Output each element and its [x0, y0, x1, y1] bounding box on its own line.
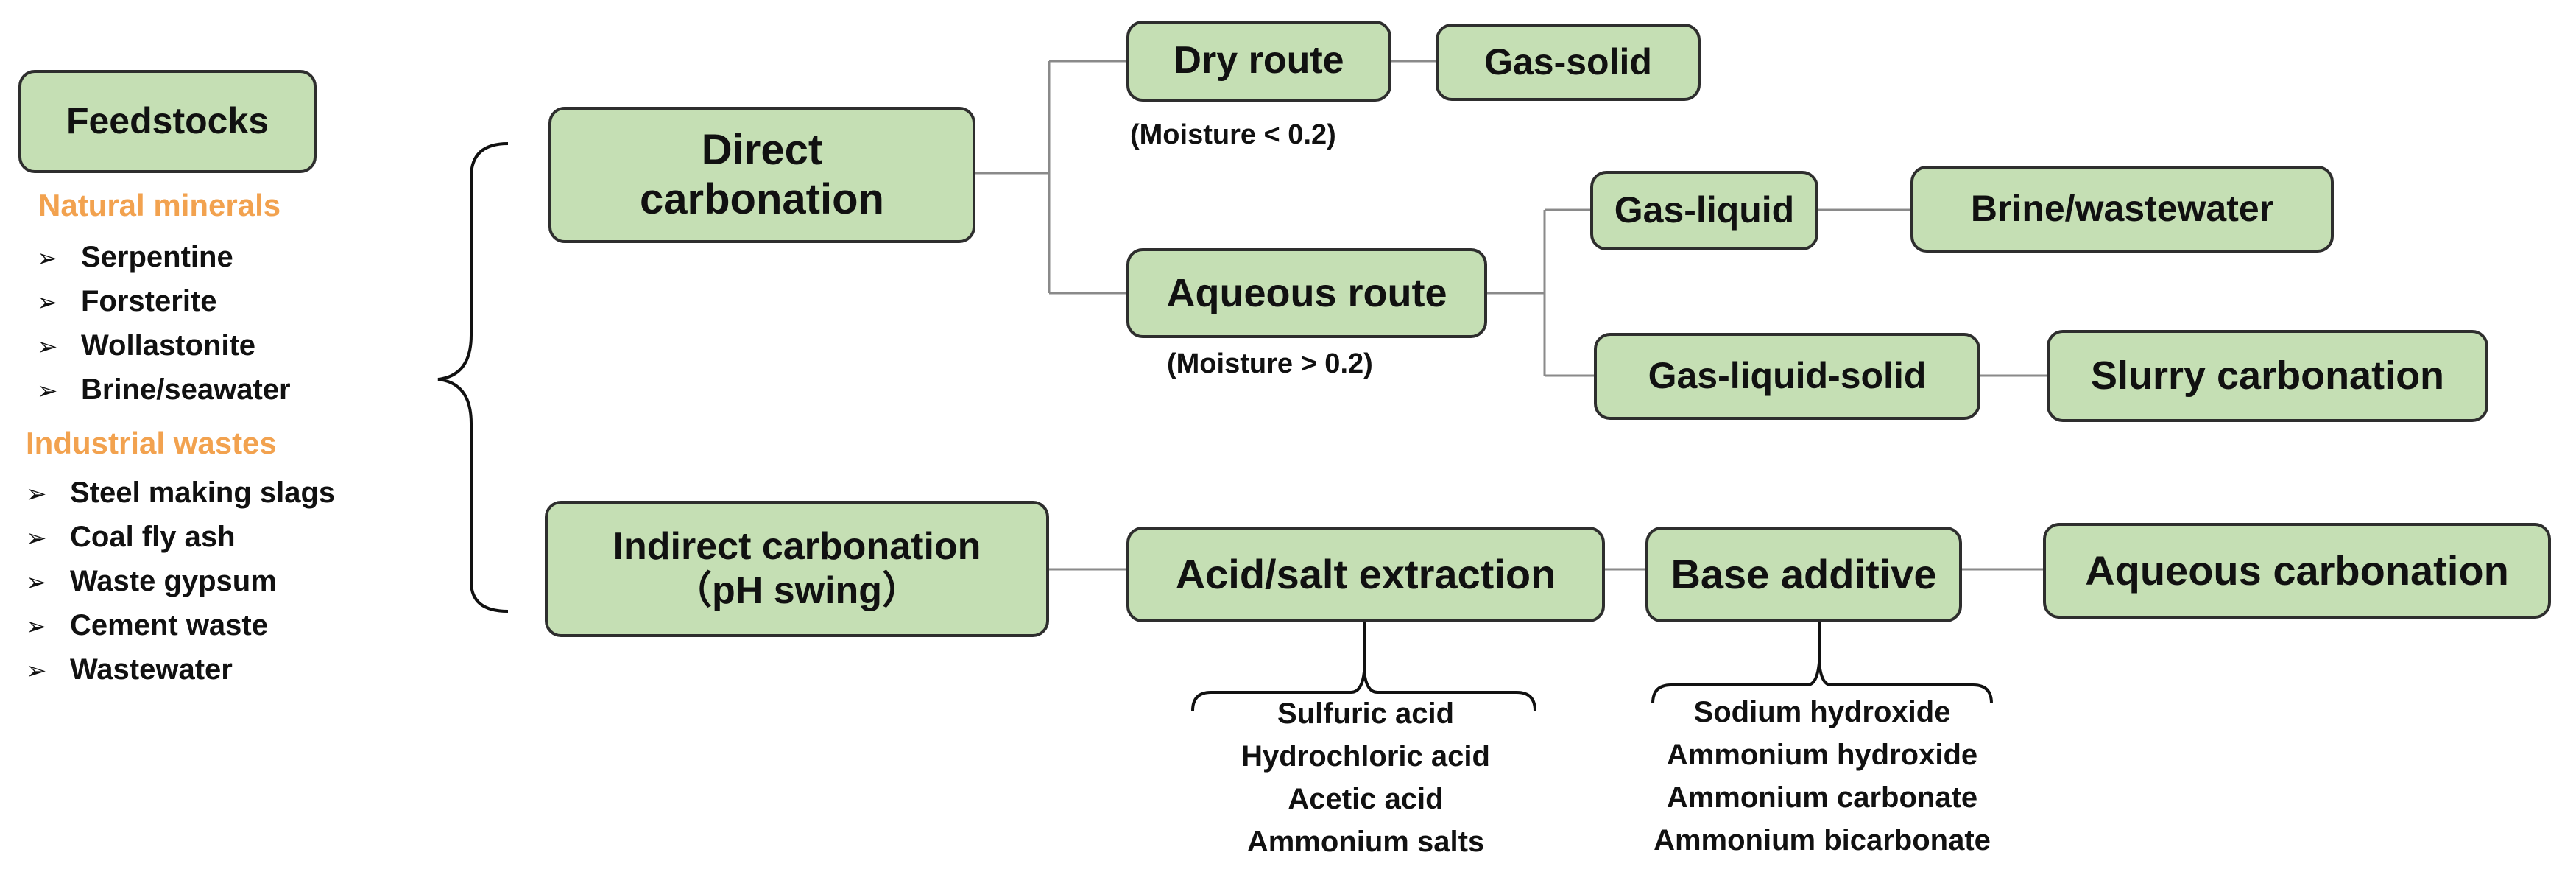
arrow-bullet-icon: ➢ [37, 245, 58, 272]
list-item: Ammonium carbonate [1666, 781, 1978, 814]
arrow-bullet-icon: ➢ [37, 333, 58, 361]
gas-liquid-label: Gas-liquid [1614, 189, 1795, 231]
arrow-bullet-icon: ➢ [26, 480, 47, 508]
aqueous-route-label: Aqueous route [1166, 270, 1447, 315]
list-item: ➢Brine/seawater [37, 368, 291, 412]
list-item: Sulfuric acid [1277, 697, 1455, 730]
feedstocks-box: Feedstocks [18, 70, 317, 173]
list-item: Acetic acid [1288, 783, 1444, 815]
gas-liquid-solid-box: Gas-liquid-solid [1594, 333, 1980, 420]
natural-minerals-list: ➢Serpentine ➢Forsterite ➢Wollastonite ➢B… [37, 236, 291, 412]
gas-solid-label: Gas-solid [1484, 41, 1652, 82]
feedstocks-title: Feedstocks [66, 100, 269, 142]
arrow-bullet-icon: ➢ [26, 657, 47, 685]
arrow-bullet-icon: ➢ [37, 289, 58, 317]
base-additive-box: Base additive [1645, 527, 1962, 622]
arrow-bullet-icon: ➢ [26, 613, 47, 641]
acid-salt-extraction-label: Acid/salt extraction [1175, 550, 1556, 597]
feedstock-brace [437, 142, 509, 613]
base-list: Sodium hydroxide Ammonium hydroxide Ammo… [1623, 691, 2021, 862]
list-item: ➢Waste gypsum [26, 560, 335, 604]
dry-route-note: (Moisture < 0.2) [1130, 119, 1336, 150]
gas-solid-box: Gas-solid [1436, 24, 1701, 101]
aqueous-route-box: Aqueous route [1126, 248, 1487, 338]
aqueous-carbonation-label: Aqueous carbonation [2085, 546, 2509, 594]
slurry-carbonation-box: Slurry carbonation [2047, 330, 2488, 422]
gas-liquid-solid-label: Gas-liquid-solid [1648, 355, 1927, 397]
base-additive-label: Base additive [1670, 550, 1937, 597]
industrial-wastes-heading: Industrial wastes [26, 426, 277, 460]
list-item: Ammonium bicarbonate [1654, 824, 1991, 857]
list-item: Hydrochloric acid [1241, 740, 1490, 773]
acid-salt-extraction-box: Acid/salt extraction [1126, 527, 1605, 622]
arrow-bullet-icon: ➢ [26, 569, 47, 597]
list-item: ➢Wollastonite [37, 324, 291, 368]
direct-carbonation-line2: carbonation [640, 175, 884, 223]
slurry-carbonation-label: Slurry carbonation [2090, 354, 2445, 398]
list-item: Sodium hydroxide [1693, 696, 1951, 728]
indirect-carbonation-line1: Indirect carbonation [613, 524, 981, 568]
list-item: ➢Serpentine [37, 236, 291, 280]
dry-route-label: Dry route [1174, 39, 1344, 82]
acid-list: Sulfuric acid Hydrochloric acid Acetic a… [1178, 692, 1553, 863]
industrial-wastes-list: ➢Steel making slags ➢Coal fly ash ➢Waste… [26, 471, 335, 692]
indirect-carbonation-box: Indirect carbonation （pH swing） [545, 501, 1049, 637]
list-item: ➢Forsterite [37, 280, 291, 324]
brine-wastewater-label: Brine/wastewater [1970, 188, 2274, 230]
list-item: ➢Coal fly ash [26, 516, 335, 560]
gas-liquid-box: Gas-liquid [1590, 171, 1818, 250]
direct-carbonation-box: Direct carbonation [548, 107, 975, 243]
list-item: Ammonium hydroxide [1666, 739, 1978, 771]
list-item: ➢Steel making slags [26, 471, 335, 516]
aqueous-carbonation-box: Aqueous carbonation [2043, 523, 2551, 619]
indirect-carbonation-line2: （pH swing） [673, 569, 921, 612]
arrow-bullet-icon: ➢ [37, 377, 58, 405]
aqueous-route-note: (Moisture > 0.2) [1167, 348, 1373, 379]
direct-carbonation-line1: Direct [701, 125, 823, 174]
list-item: Ammonium salts [1246, 826, 1485, 858]
list-item: ➢Wastewater [26, 648, 335, 692]
brine-wastewater-box: Brine/wastewater [1910, 166, 2334, 253]
dry-route-box: Dry route [1126, 21, 1391, 102]
arrow-bullet-icon: ➢ [26, 524, 47, 552]
natural-minerals-heading: Natural minerals [38, 188, 281, 222]
list-item: ➢Cement waste [26, 604, 335, 648]
